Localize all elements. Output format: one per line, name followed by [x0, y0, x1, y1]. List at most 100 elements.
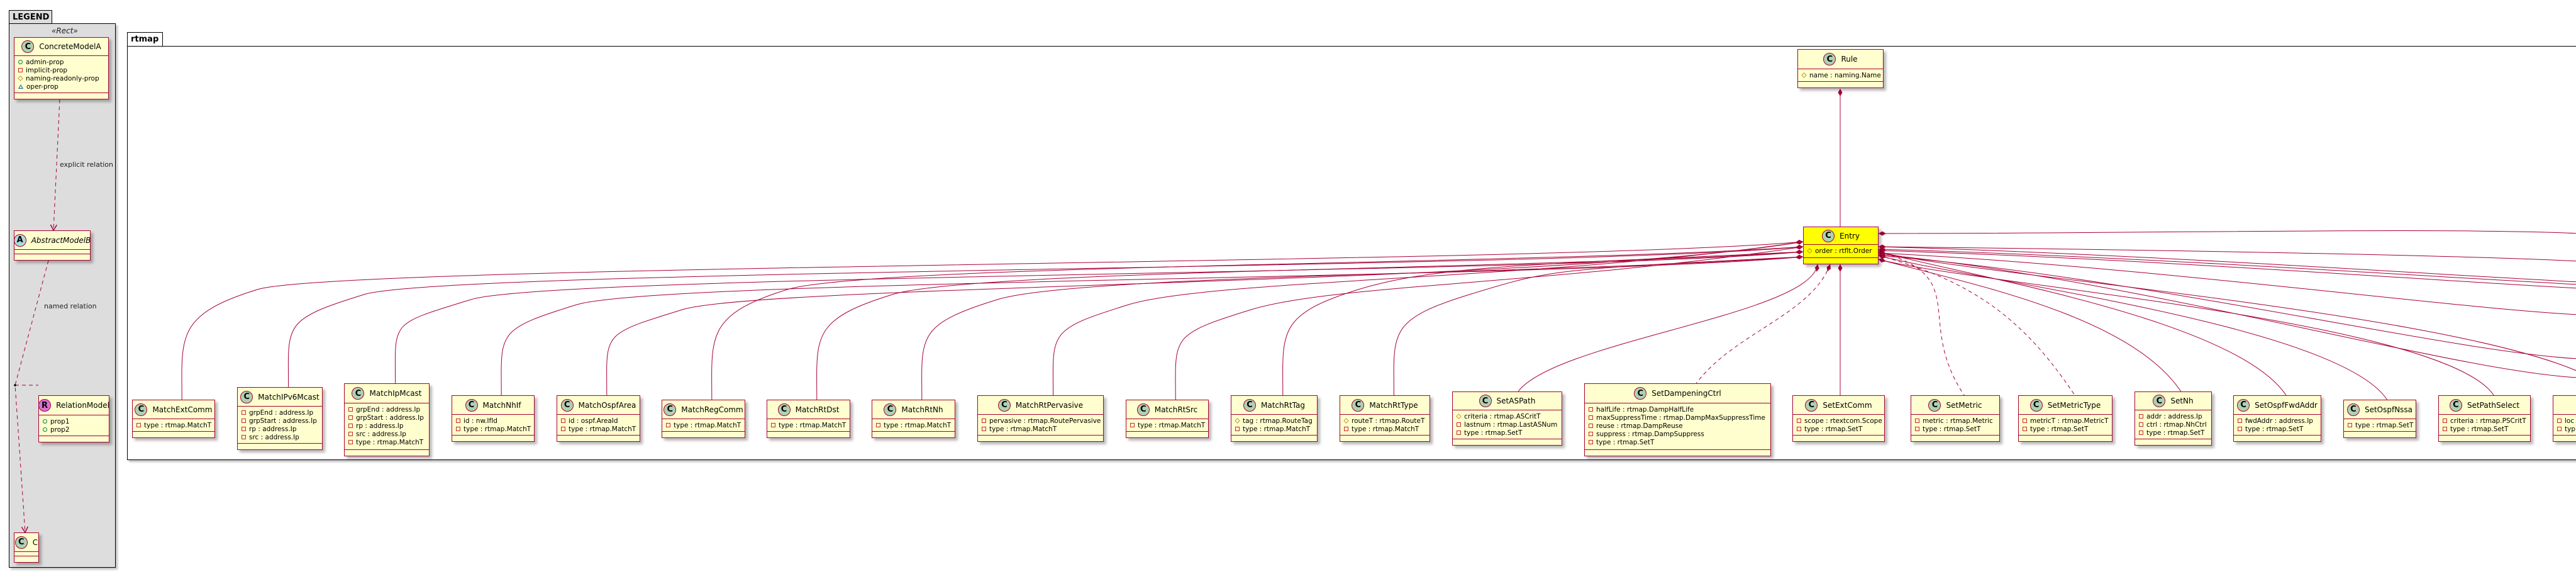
class-name: Rule — [1841, 55, 1858, 64]
class-attribute: tag : rtmap.RouteTag — [1235, 417, 1313, 425]
entry-relation-edge — [1518, 264, 1819, 392]
entry-relation-edge — [1282, 249, 1804, 396]
attribute-text: scope : rtextcom.Scope — [1804, 417, 1882, 425]
class-attribute: type : rtmap.SetT — [1457, 429, 1558, 437]
class-attribute: type : rtmap.MatchT — [561, 425, 636, 433]
class-header — [2553, 396, 2576, 415]
class-name: ConcreteModelA — [39, 42, 101, 52]
class-methods — [14, 556, 38, 562]
class-name: AbstractModelB — [31, 235, 91, 245]
square-visibility-icon — [1589, 424, 1593, 428]
class-methods — [2234, 435, 2321, 441]
class-methods — [1911, 435, 1999, 441]
attribute-text: lastnum : rtmap.LastASNum — [1464, 420, 1558, 429]
class-name: MatchOspfArea — [578, 400, 636, 410]
circle-visibility-icon — [18, 60, 23, 65]
class-icon: C — [884, 403, 897, 416]
class-name: RelationModel — [56, 401, 109, 410]
class-icon: C — [1634, 387, 1647, 400]
attribute-text: type : rtmap.MatchT — [779, 421, 847, 429]
square-visibility-icon — [2443, 419, 2447, 424]
class-attributes: type : rtmap.MatchT — [133, 419, 214, 431]
class-name: SetASPath — [1496, 397, 1536, 406]
class-attribute: type : rtmap.SetT — [2443, 425, 2526, 433]
class-attribute: grpEnd : address.Ip — [348, 405, 425, 414]
attribute-text: suppress : rtmap.DampSuppress — [1596, 430, 1704, 438]
attribute-text: reuse : rtmap.DampReuse — [1596, 422, 1683, 430]
entry-relation-edge — [181, 240, 1804, 400]
square-visibility-icon — [1457, 422, 1461, 427]
legend-package-tab: LEGEND — [9, 10, 52, 24]
attribute-text: type : rtmap.SetT — [1804, 425, 1863, 433]
class-methods — [2019, 435, 2112, 441]
class-attribute: type : rtmap.MatchT — [456, 425, 531, 433]
attribute-text: loc — [2565, 417, 2575, 425]
rtmap-package — [127, 46, 2576, 460]
entry-relation-edge — [711, 244, 1804, 400]
attribute-text: grpStart : address.Ip — [356, 414, 424, 422]
square-visibility-icon — [2139, 414, 2143, 419]
square-visibility-icon — [242, 427, 246, 432]
square-visibility-icon — [348, 424, 353, 428]
attribute-text: prop1 — [50, 417, 70, 425]
class-methods — [452, 435, 534, 441]
class-attribute: rp : address.Ip — [242, 425, 318, 433]
attribute-text: type : rtmap.SetT — [2355, 421, 2414, 429]
class-attribute: fwdAddr : address.Ip — [2238, 417, 2317, 425]
attribute-text: id : ospf.AreaId — [569, 417, 618, 425]
class-methods — [872, 431, 955, 437]
attribute-text: prop2 — [50, 425, 70, 434]
class-icon: C — [465, 398, 478, 412]
square-visibility-icon — [348, 407, 353, 412]
class-icon: C — [1352, 398, 1365, 412]
entry-relation-edge — [1878, 254, 2388, 400]
class-methods — [2439, 435, 2530, 441]
class-attribute: type : rtmap.SetT — [2238, 425, 2317, 433]
square-visibility-icon — [2023, 427, 2027, 432]
attribute-text: ctrl : rtmap.NhCtrl — [2146, 420, 2207, 429]
class-attribute: typ — [2557, 425, 2576, 433]
class-attribute: type : rtmap.SetT — [2348, 421, 2414, 429]
class-attribute: prop2 — [43, 425, 105, 434]
entry-relation-edge — [501, 255, 1804, 396]
square-visibility-icon — [1797, 427, 1801, 432]
